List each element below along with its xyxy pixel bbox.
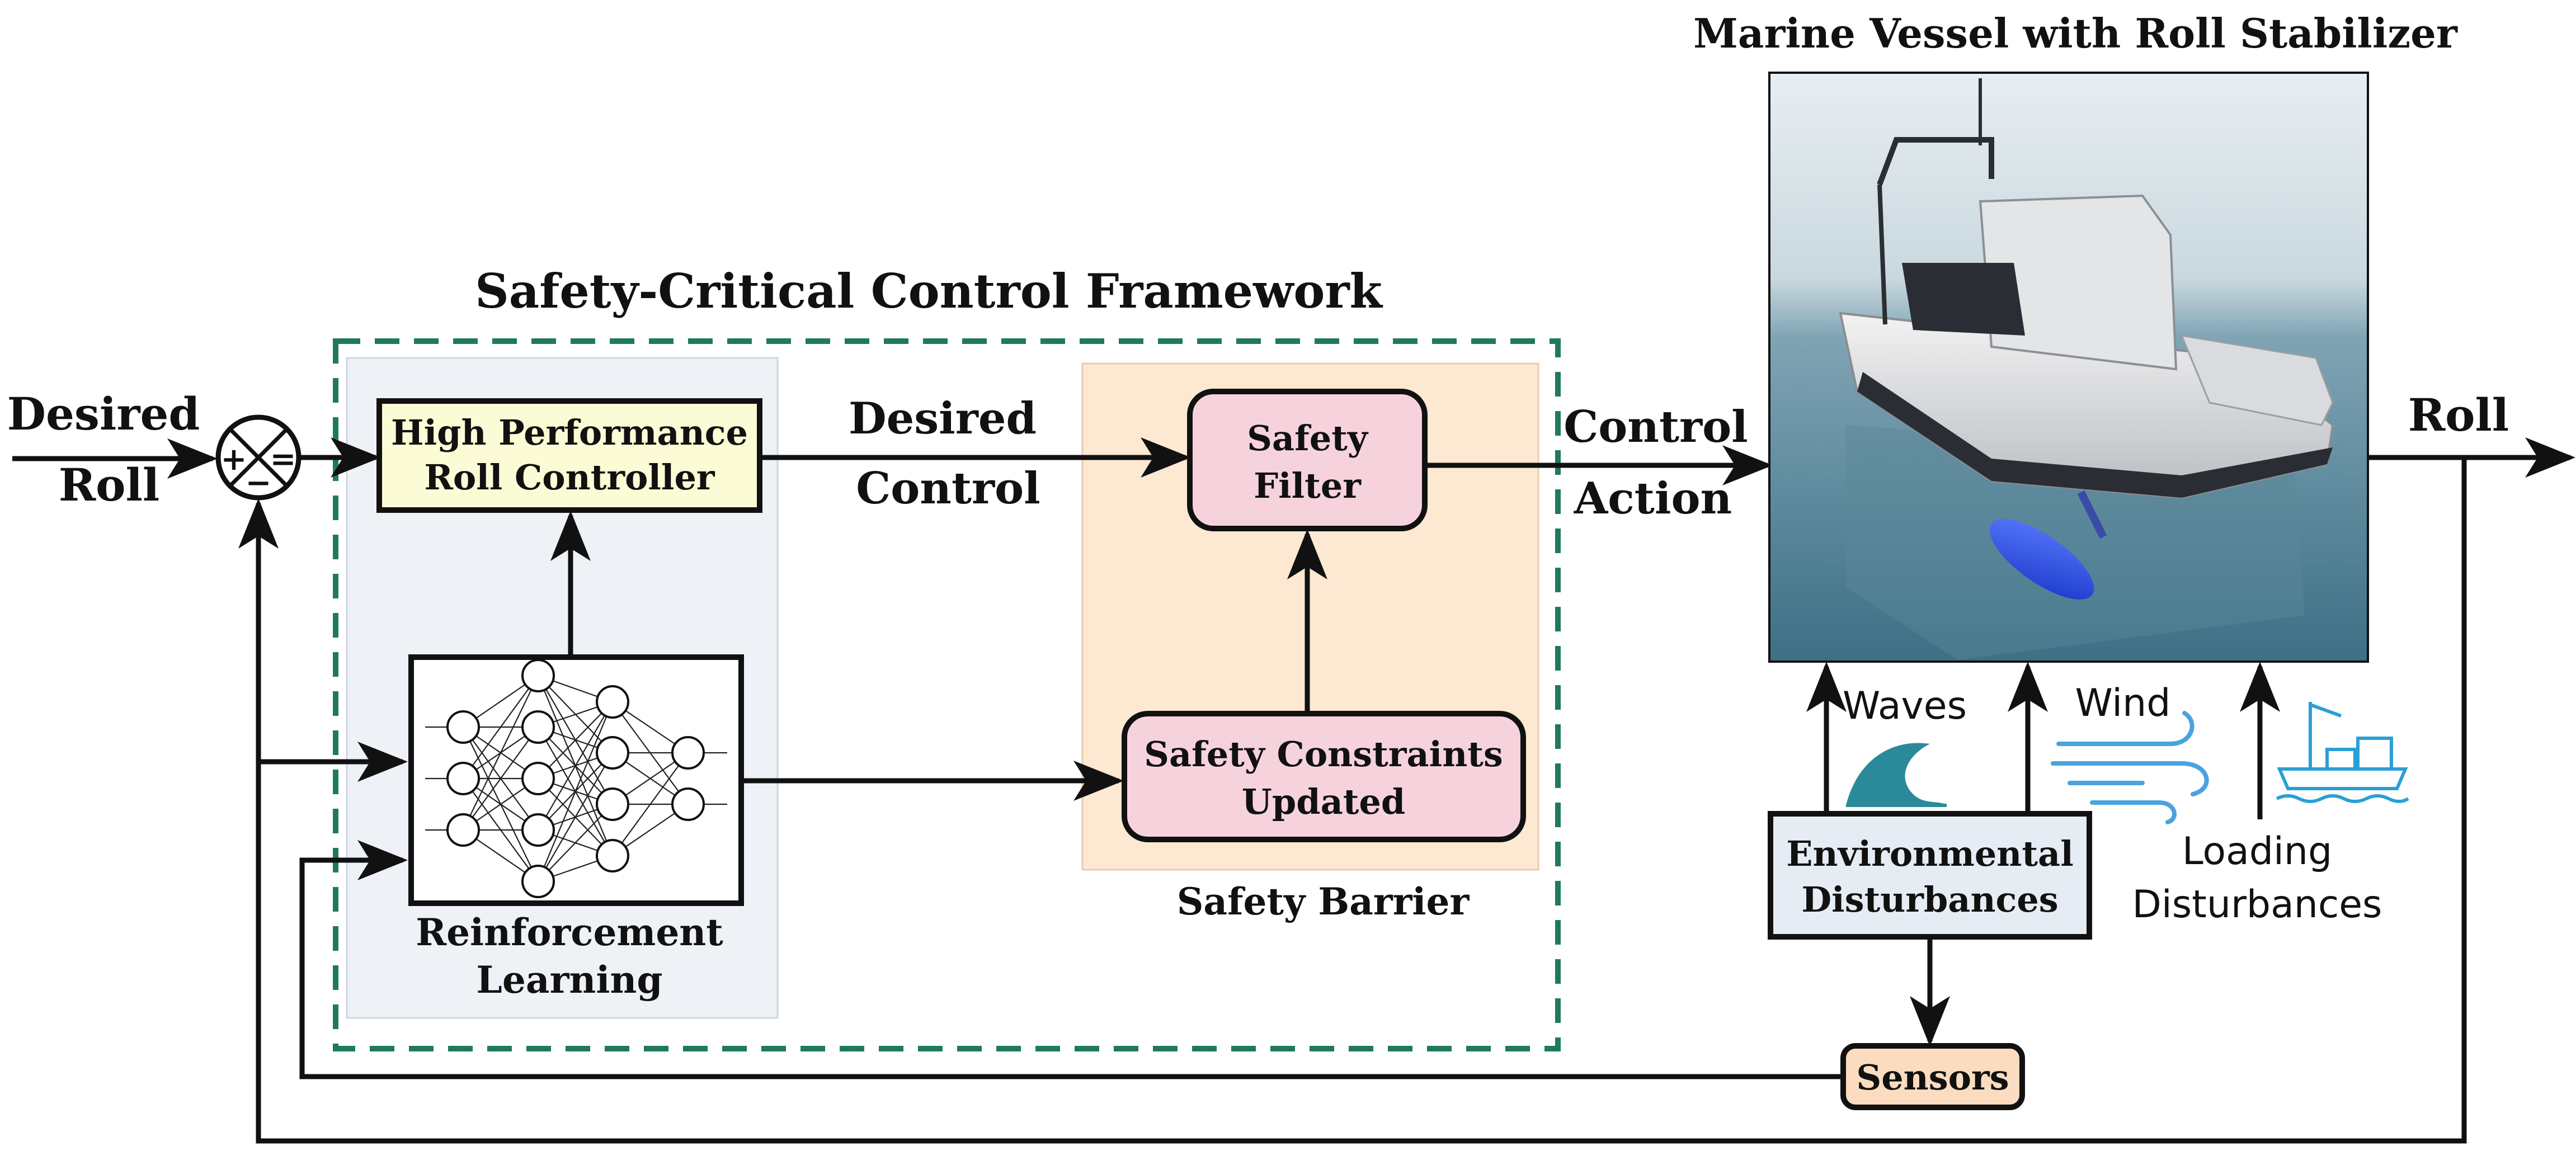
safety-filter-line1: Safety: [1247, 418, 1369, 459]
nn-node: [446, 710, 480, 744]
safety-constraints-box: [1122, 711, 1526, 842]
nn-edge: [538, 752, 613, 882]
nn-node: [596, 787, 629, 821]
nn-node: [671, 787, 705, 821]
nn-edge: [463, 675, 539, 779]
nn-node: [596, 736, 629, 770]
nn-node: [446, 813, 480, 847]
summing-junction: + − =: [215, 414, 302, 501]
roll-controller-line2: Roll Controller: [424, 457, 715, 498]
nn-edge: [463, 727, 539, 831]
nn-edge: [538, 701, 613, 831]
nn-node: [521, 762, 555, 795]
safety-constraints-line1: Safety Constraints: [1144, 734, 1503, 775]
nn-node: [521, 865, 555, 898]
safety-filter-box: [1187, 389, 1428, 531]
summing-plus: +: [221, 441, 247, 478]
wind-label: Wind: [2075, 681, 2171, 725]
framework-boundary: [333, 338, 1561, 1051]
vessel-title: Marine Vessel with Roll Stabilizer: [1693, 10, 2458, 57]
safety-barrier-label: Safety Barrier: [1177, 880, 1470, 923]
environmental-line1: Environmental: [1786, 833, 2074, 874]
output-roll-label: Roll: [2408, 389, 2509, 441]
nn-node: [521, 813, 555, 847]
rl-label-line2: Learning: [476, 958, 662, 1002]
loading-label-line1: Loading: [2182, 829, 2332, 874]
rl-label-line1: Reinforcement: [416, 911, 723, 954]
vessel-image: [1768, 72, 2369, 663]
control-action-line2: Action: [1574, 473, 1732, 524]
sensors-to-rl-arrow: [299, 840, 1843, 1079]
nn-node: [521, 710, 555, 744]
nn-edge: [538, 804, 613, 882]
input-label-line2: Roll: [59, 459, 160, 511]
waves-label: Waves: [1843, 684, 1967, 728]
ship-crane-icon: [2276, 702, 2409, 803]
environmental-disturbances-box: [1768, 811, 2092, 940]
nn-node: [446, 762, 480, 795]
nn-node: [671, 736, 705, 770]
desired-control-line1: Desired: [849, 393, 1037, 444]
environmental-line2: Disturbances: [1801, 879, 2058, 920]
sensors-label: Sensors: [1856, 1057, 2009, 1098]
loading-label-line2: Disturbances: [2132, 883, 2382, 927]
safety-filter-line2: Filter: [1254, 465, 1362, 506]
nn-edge: [538, 701, 613, 779]
neural-network-nodes: [446, 659, 705, 898]
wave-icon: [1846, 743, 1947, 807]
nn-edge: [537, 701, 614, 882]
nn-edge: [463, 675, 539, 831]
summing-minus-bottom: −: [246, 464, 272, 501]
nn-node: [596, 839, 629, 872]
roll-feedback-line: [238, 457, 2467, 1144]
nn-edge: [612, 752, 689, 856]
wind-icon: [2051, 711, 2209, 824]
summing-minus-right: =: [270, 441, 296, 478]
roll-controller-line1: High Performance: [391, 412, 748, 453]
safety-constraints-line2: Updated: [1242, 781, 1405, 822]
control-action-line1: Control: [1564, 402, 1748, 452]
framework-title: Safety-Critical Control Framework: [475, 263, 1383, 319]
desired-control-line2: Control: [856, 463, 1040, 514]
nn-node: [521, 659, 555, 692]
input-label-line1: Desired: [7, 388, 200, 440]
nn-node: [596, 685, 629, 719]
